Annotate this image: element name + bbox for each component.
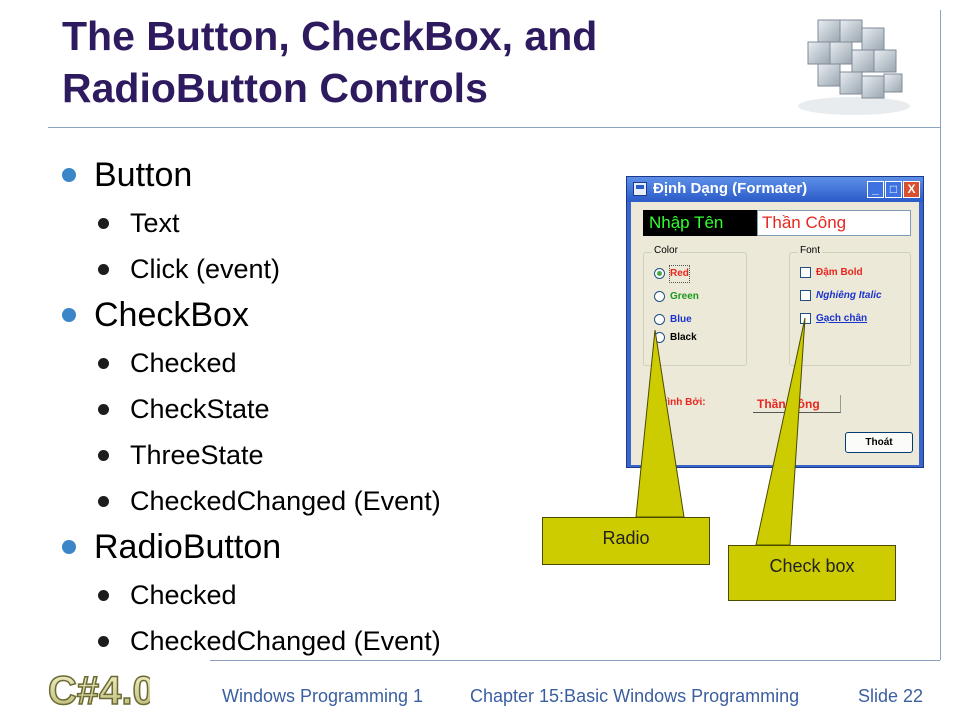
maximize-button[interactable]: □ xyxy=(885,181,902,198)
sub-bullet: Text xyxy=(62,200,562,246)
radio-icon xyxy=(654,314,665,325)
quit-button[interactable]: Thoát xyxy=(845,432,913,453)
bullet-dot-icon xyxy=(62,308,76,322)
bullet-checkbox: CheckBox xyxy=(62,292,562,338)
window-client: Nhập Tên Thần Công Color Red Green Blue xyxy=(631,202,919,465)
sub-bullet: Click (event) xyxy=(62,246,562,292)
font-groupbox: Font Đậm Bold Nghiêng Italic Gạch chân xyxy=(789,245,911,366)
bullet-radiobutton: RadioButton xyxy=(62,524,562,570)
radio-checked-icon xyxy=(654,268,665,279)
checkbox-icon xyxy=(800,313,811,324)
footer-slide-number: Slide 22 xyxy=(858,686,924,706)
checkbox-icon xyxy=(800,290,811,301)
font-group-label: Font xyxy=(798,245,823,256)
radio-callout: Radio xyxy=(542,517,710,565)
footer-course: Windows Programming 1 xyxy=(222,686,424,706)
sub-bullet: Checked xyxy=(62,572,562,618)
app-window-icon xyxy=(633,182,647,196)
bullet-dot-icon xyxy=(98,404,109,415)
footer-chapter: Chapter 15:Basic Windows Programming xyxy=(470,686,800,706)
bullet-button: Button xyxy=(62,152,562,198)
checkbox-callout: Check box xyxy=(728,545,896,601)
color-groupbox: Color Red Green Blue Black xyxy=(643,245,747,366)
sub-bullet: Checked xyxy=(62,340,562,386)
radio-icon xyxy=(654,332,665,343)
bullet-dot-icon xyxy=(62,168,76,182)
name-label: Nhập Tên xyxy=(643,210,763,236)
close-button[interactable]: X xyxy=(903,181,920,198)
cube-stack-icon xyxy=(798,19,910,115)
bullet-dot-icon xyxy=(98,636,109,647)
footer-divider xyxy=(210,660,940,661)
bullet-dot-icon xyxy=(98,358,109,369)
window-titlebar[interactable]: Định Dạng (Formater) _ □ X xyxy=(627,177,923,202)
slide-title: The Button, CheckBox, and RadioButton Co… xyxy=(62,13,598,111)
bullet-dot-icon xyxy=(98,450,109,461)
sub-bullet: CheckedChanged (Event) xyxy=(62,618,562,664)
csharp-logo: C#4.0 xyxy=(47,668,150,712)
window-title: Định Dạng (Formater) xyxy=(653,180,808,197)
formatter-window: Định Dạng (Formater) _ □ X Nhập Tên Thần… xyxy=(626,176,924,468)
bullet-dot-icon xyxy=(98,590,109,601)
bullet-dot-icon xyxy=(98,264,109,275)
author-value: Thần Công xyxy=(753,395,841,413)
color-group-label: Color xyxy=(652,245,680,256)
bullet-list: Button Text Click (event) CheckBox Check… xyxy=(62,152,562,664)
radio-icon xyxy=(654,291,665,302)
sub-bullet: CheckedChanged (Event) xyxy=(62,478,562,524)
sub-bullet: CheckState xyxy=(62,386,562,432)
title-divider xyxy=(48,127,940,128)
bullet-dot-icon xyxy=(62,540,76,554)
bullet-dot-icon xyxy=(98,218,109,229)
sub-bullet: ThreeState xyxy=(62,432,562,478)
name-input[interactable]: Thần Công xyxy=(757,210,911,236)
author-label: p Trình Bởi: xyxy=(649,397,706,408)
bullet-dot-icon xyxy=(98,496,109,507)
checkbox-icon xyxy=(800,267,811,278)
minimize-button[interactable]: _ xyxy=(867,181,884,198)
right-divider xyxy=(940,10,941,660)
svg-text:C#4.0: C#4.0 xyxy=(48,669,150,712)
